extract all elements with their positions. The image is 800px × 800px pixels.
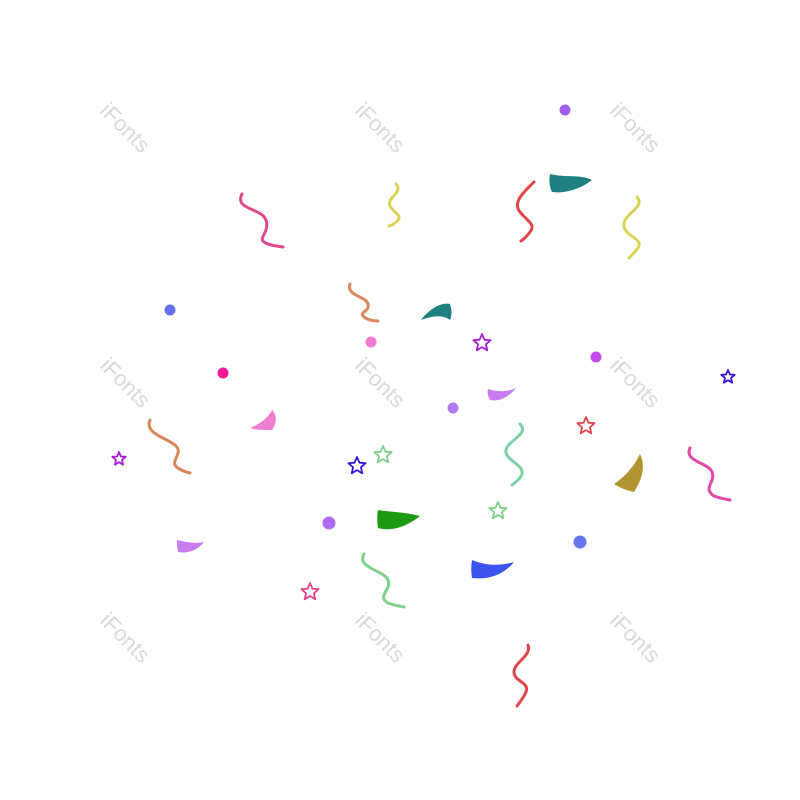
confetti-squiggle: [348, 282, 380, 323]
confetti-ribbon: [177, 540, 204, 553]
confetti-star: [720, 369, 736, 384]
confetti-squiggle: [504, 422, 524, 487]
confetti-star: [373, 445, 393, 464]
confetti-star: [472, 333, 492, 352]
confetti-dot: [217, 367, 229, 379]
confetti-dot: [322, 516, 336, 530]
confetti-squiggle: [515, 180, 536, 243]
confetti-squiggle: [147, 418, 192, 475]
confetti-dot: [559, 104, 571, 116]
confetti-squiggle: [361, 552, 406, 609]
confetti-dot: [447, 402, 459, 414]
confetti-dot: [590, 351, 602, 363]
confetti-ribbon: [549, 174, 592, 193]
confetti-squiggle: [622, 195, 641, 260]
confetti-ribbon: [377, 510, 420, 530]
confetti-star: [488, 501, 508, 520]
confetti-star: [300, 582, 320, 601]
confetti-squiggle: [239, 192, 285, 249]
confetti-ribbon: [421, 303, 452, 320]
confetti-squiggle: [387, 182, 401, 228]
confetti-dot: [573, 535, 587, 549]
confetti-ribbon: [250, 410, 276, 430]
confetti-star: [576, 416, 596, 435]
confetti-ribbon: [471, 560, 514, 579]
confetti-squiggle: [512, 643, 531, 708]
confetti-ribbon: [614, 454, 643, 492]
confetti-dot: [365, 336, 377, 348]
confetti-squiggle: [687, 446, 732, 502]
confetti-star: [111, 451, 127, 466]
confetti-dot: [164, 304, 176, 316]
confetti-star: [347, 456, 367, 475]
confetti-ribbon: [487, 388, 516, 401]
